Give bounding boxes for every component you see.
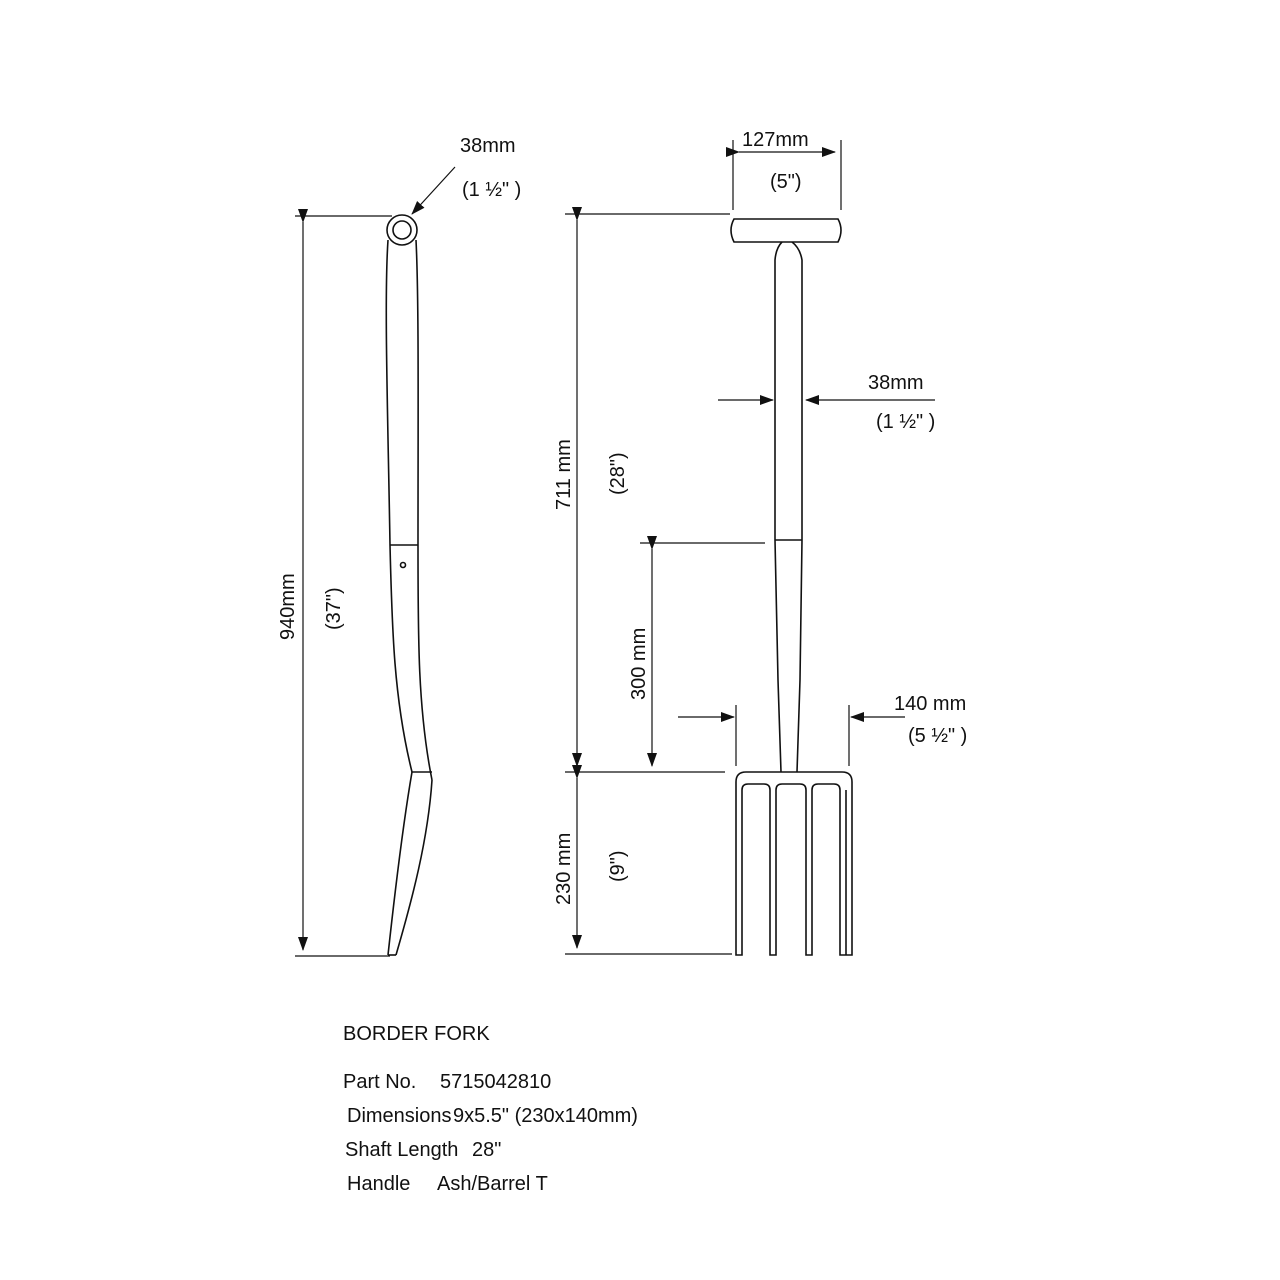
side-socket-right	[417, 544, 433, 781]
side-socket-left	[389, 544, 413, 773]
handle-dia-in-label: (1 ½" )	[462, 179, 521, 201]
handle-label: Handle	[347, 1173, 411, 1195]
side-handle-ring-inner	[392, 220, 412, 240]
front-tines	[735, 782, 853, 956]
side-shaft-right	[415, 239, 419, 546]
front-socket-left	[774, 539, 782, 773]
side-view	[385, 214, 433, 956]
grip-width-in-label: (5")	[770, 171, 802, 193]
side-tine-front	[395, 779, 433, 956]
shaft-length-value: 28"	[472, 1139, 502, 1161]
tine-length-in-label: (9")	[607, 850, 629, 882]
side-dimension-lines	[295, 166, 456, 957]
shaft-length-mm-label: 711 mm	[553, 439, 575, 510]
side-shaft-left	[385, 239, 391, 546]
shaft-dia-mm-label: 38mm	[868, 372, 924, 394]
shaft-length-label: Shaft Length	[345, 1139, 459, 1161]
side-tine-back	[387, 771, 413, 956]
product-name: BORDER FORK	[343, 1023, 490, 1045]
grip-width-mm-label: 127mm	[742, 129, 809, 151]
overall-in-label: (37")	[323, 587, 345, 630]
front-shaft-right	[791, 241, 803, 540]
dimensions-value: 9x5.5" (230x140mm)	[453, 1105, 638, 1127]
part-no-label: Part No.	[343, 1071, 417, 1093]
part-no-value: 5715042810	[440, 1071, 552, 1093]
head-width-mm-label: 140 mm	[894, 693, 966, 715]
socket-mm-label: 300 mm	[628, 628, 650, 700]
side-rivet	[399, 561, 407, 569]
head-width-in-label: (5 ½" )	[908, 725, 967, 747]
front-view	[730, 218, 853, 956]
handle-dia-leader	[411, 166, 456, 215]
handle-dia-mm-label: 38mm	[460, 135, 516, 157]
front-shaft-left	[774, 241, 783, 540]
dimensions-label: Dimensions	[347, 1105, 452, 1127]
overall-mm-label: 940mm	[277, 573, 299, 640]
tine-length-mm-label: 230 mm	[553, 833, 575, 905]
handle-value: Ash/Barrel T	[437, 1173, 548, 1195]
front-head-top	[735, 771, 853, 783]
shaft-length-in-label: (28")	[607, 452, 629, 495]
front-t-grip	[730, 218, 842, 243]
front-tines-outline	[735, 782, 853, 956]
side-handle-ring	[386, 214, 418, 246]
front-socket-right	[796, 539, 803, 773]
shaft-dia-in-label: (1 ½" )	[876, 411, 935, 433]
front-dimension-lines	[565, 140, 935, 955]
